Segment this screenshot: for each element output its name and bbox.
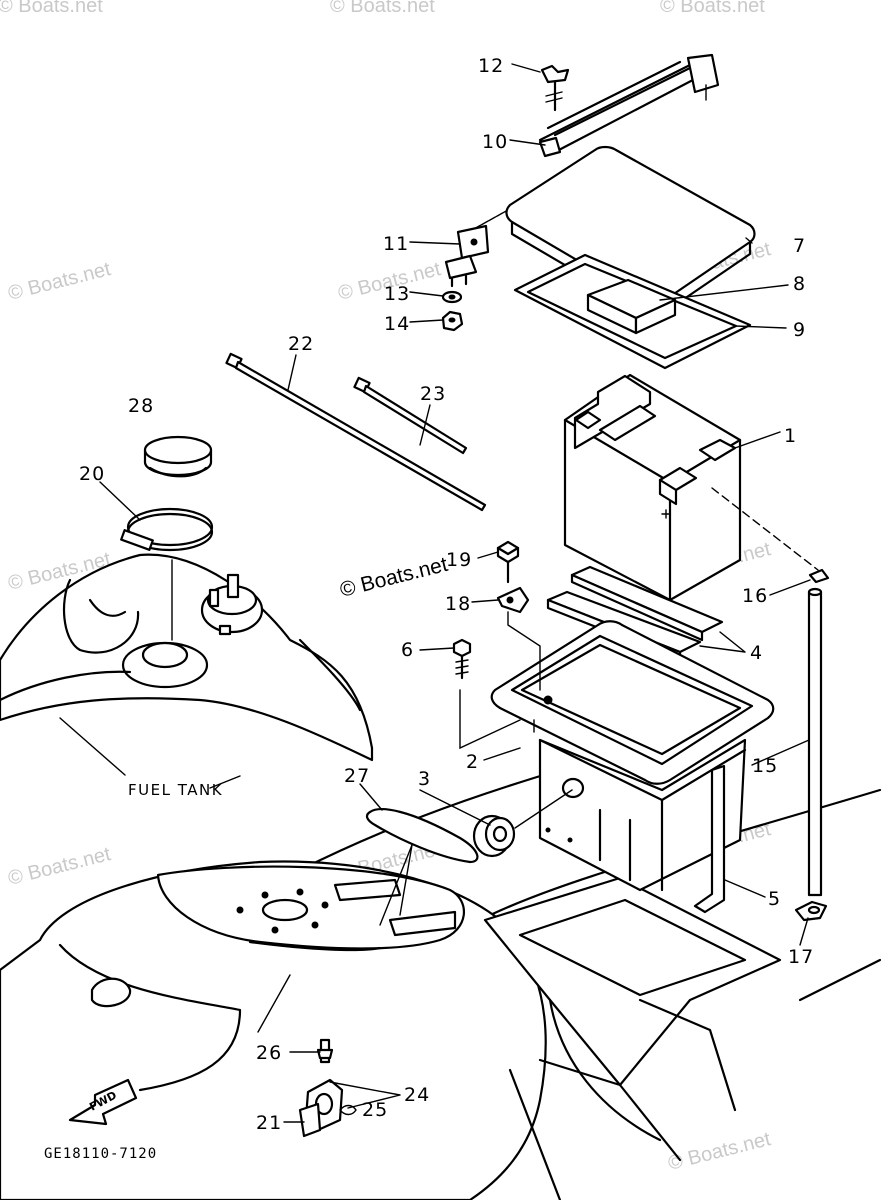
callout-5: 5 [768,888,781,910]
grommet-3 [472,789,573,858]
clamp-24 [298,1078,344,1138]
strap-5 [693,764,726,914]
callout-17: 17 [788,946,814,968]
pad-8 [586,278,677,335]
nut-14 [441,310,464,332]
callout-2: 2 [466,751,479,773]
drawing-code: GE18110-7120 [44,1146,157,1162]
callout-1: 1 [784,425,797,447]
watermark: © Boats.net [660,0,765,17]
callout-14: 14 [384,313,410,335]
vent-hose-15 [807,587,823,897]
callout-25: 25 [362,1099,388,1121]
callout-3: 3 [418,768,431,790]
clamp-16 [808,568,830,584]
watermark: © Boats.net [6,843,113,890]
watermark: © Boats.net [0,0,103,17]
callout-18: 18 [445,593,471,615]
callout-16: 16 [742,585,768,607]
washer-13 [441,290,463,304]
screw-25 [339,1104,357,1116]
bolt-6 [452,638,521,750]
bracket-11 [444,224,490,288]
callout-15: 15 [752,755,778,777]
callout-numbers: 12 10 11 13 14 7 8 9 1 22 23 28 20 19 18… [79,55,814,1134]
callout-20: 20 [79,463,105,485]
callout-7: 7 [793,235,806,257]
pad-4 [546,565,724,662]
callout-6: 6 [401,639,414,661]
callout-21: 21 [256,1112,282,1134]
fuel-tank: FUEL TANK [0,553,374,799]
clamp-17 [794,900,828,922]
fitting-26 [316,1038,334,1064]
callout-26: 26 [256,1042,282,1064]
callout-8: 8 [793,273,806,295]
callout-11: 11 [383,233,409,255]
clip-18 [496,586,541,691]
callout-19: 19 [446,549,472,571]
callout-13: 13 [384,283,410,305]
screw-19 [496,540,520,584]
watermark: © Boats.net [6,258,113,305]
callout-24: 24 [404,1084,430,1106]
callout-23: 23 [420,383,446,405]
hull-deck: FWD [0,768,882,1200]
callout-10: 10 [482,131,508,153]
watermark: © Boats.net [330,0,435,17]
hose-clamp-20 [120,507,214,641]
cable-tie-22 [225,352,487,512]
fuel-tank-label: FUEL TANK [128,781,223,799]
watermark-main: © Boats.net [338,553,450,602]
callout-12: 12 [478,55,504,77]
battery-box-2 [490,620,775,892]
cap-28 [143,435,213,478]
watermark: © Boats.net [666,1128,773,1175]
callout-4: 4 [750,642,763,664]
callout-27: 27 [344,765,370,787]
callout-28: 28 [128,395,154,417]
cable-tie-23 [353,376,468,455]
callout-9: 9 [793,319,806,341]
callout-22: 22 [288,333,314,355]
leader-lines [99,63,811,1123]
seal-27 [365,808,479,926]
battery-1 [563,373,819,602]
